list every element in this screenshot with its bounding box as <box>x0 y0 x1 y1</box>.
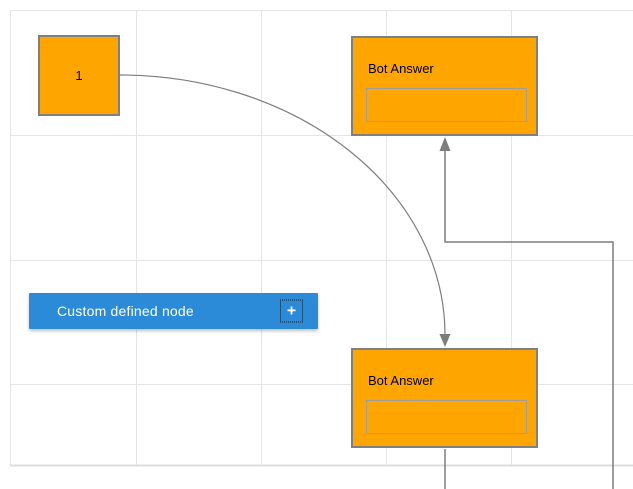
plus-icon[interactable]: + <box>280 299 303 323</box>
arrowhead-down-icon <box>439 334 451 347</box>
bot-answer-text-area[interactable] <box>366 88 527 122</box>
connector-orthogonal-to-top-bot-answer[interactable] <box>444 149 614 489</box>
bot-answer-text-area[interactable] <box>366 400 527 434</box>
start-node[interactable]: 1 <box>38 35 120 116</box>
custom-node-label: Custom defined node <box>57 303 194 319</box>
start-node-label: 1 <box>75 68 83 83</box>
bot-answer-title: Bot Answer <box>368 373 434 388</box>
bot-answer-title: Bot Answer <box>368 61 434 76</box>
arrowhead-up-icon <box>439 137 451 151</box>
connectors <box>119 74 614 489</box>
bot-answer-node-top[interactable]: Bot Answer <box>351 36 538 136</box>
bot-answer-node-bottom[interactable]: Bot Answer <box>351 348 538 448</box>
custom-defined-node[interactable]: Custom defined node + <box>29 293 318 329</box>
connector-curve-start-to-bot-answer[interactable] <box>119 74 446 336</box>
